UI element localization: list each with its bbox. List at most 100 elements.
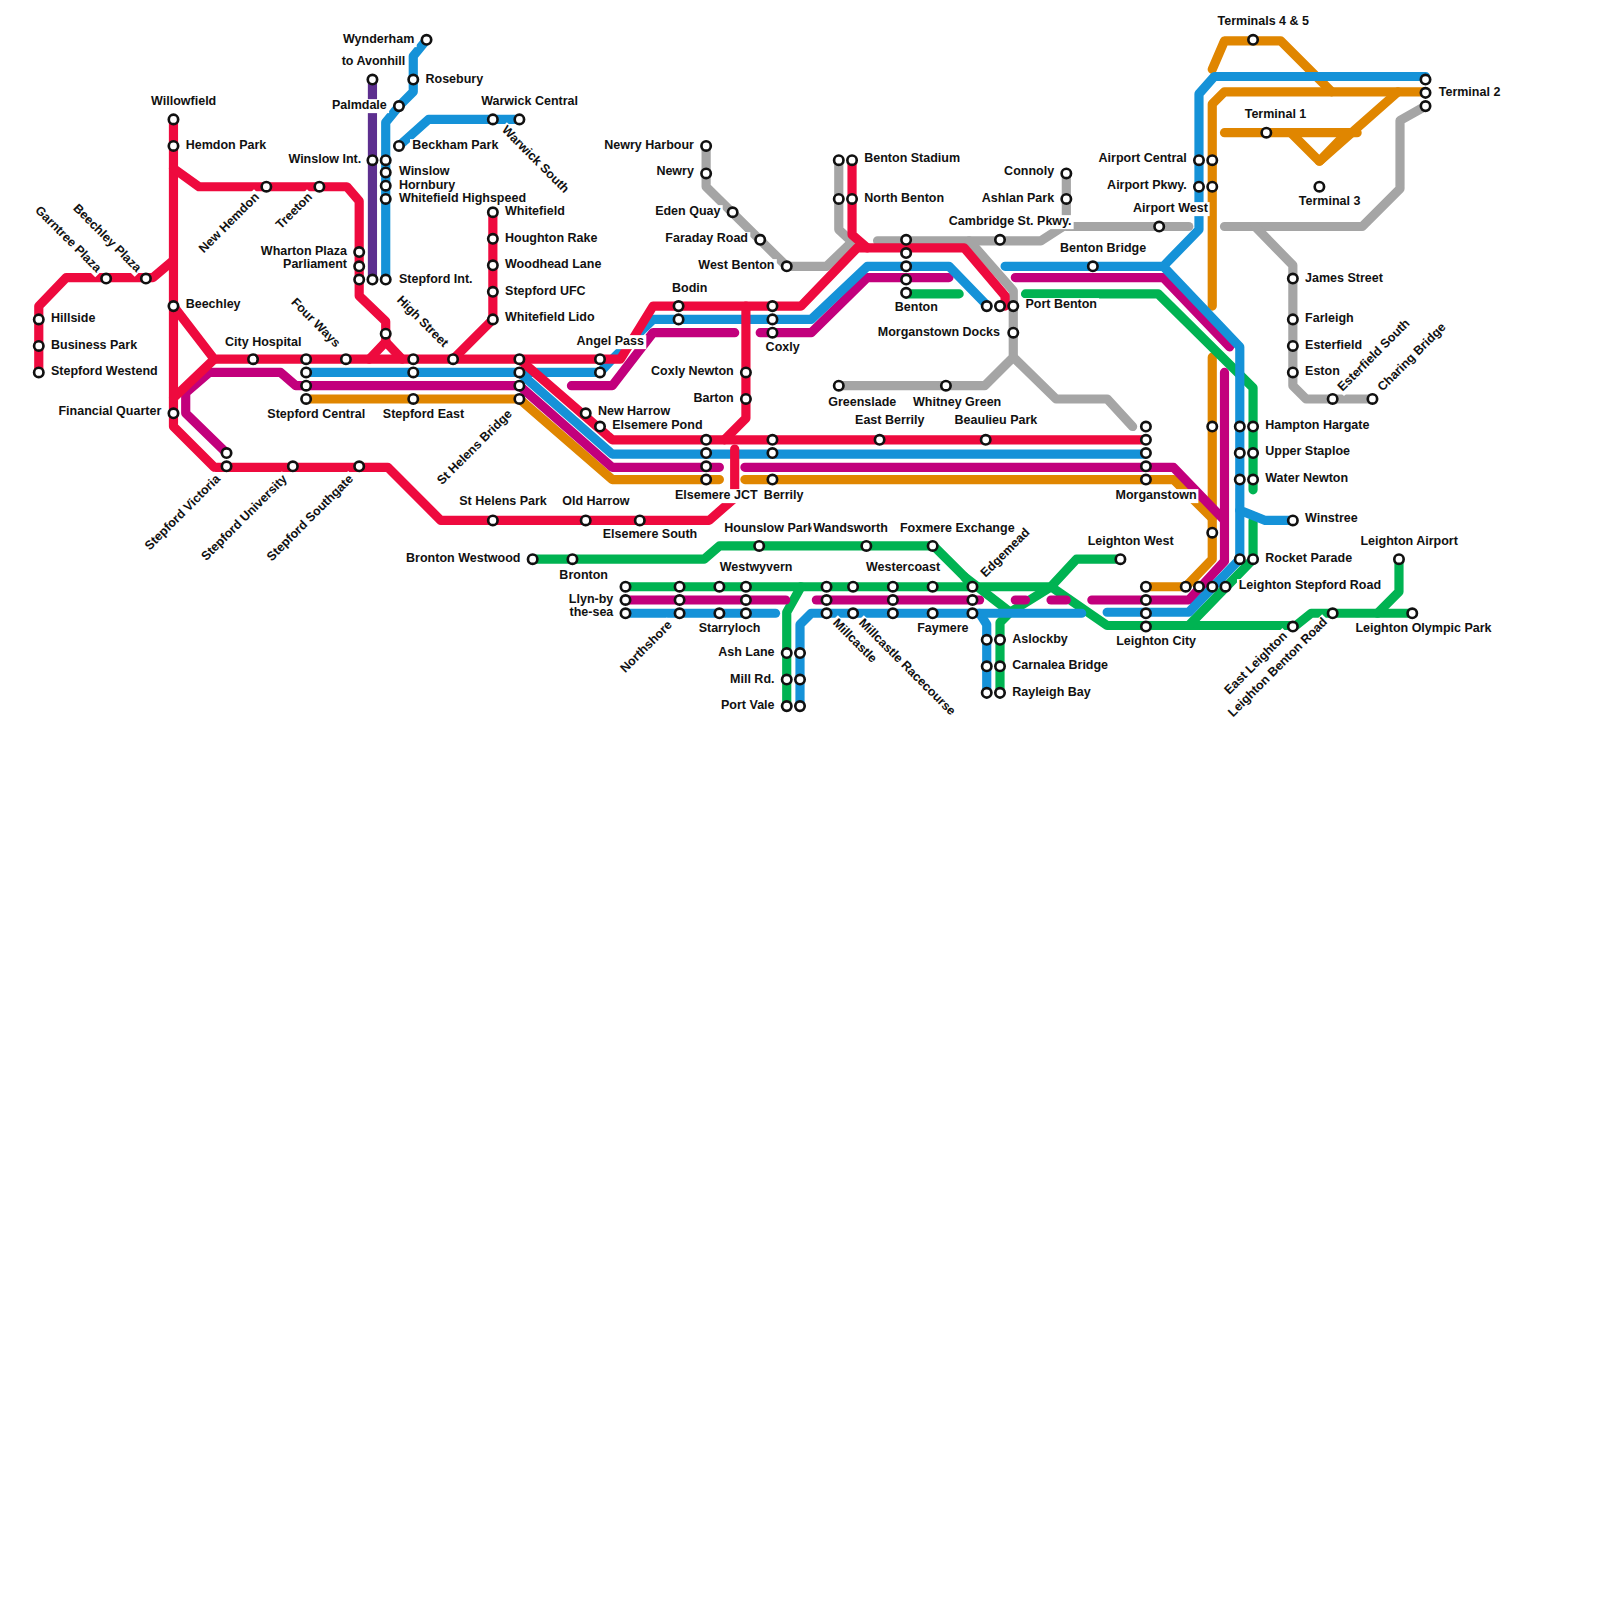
station-marker <box>1288 622 1297 631</box>
station-marker <box>1288 341 1297 350</box>
station-marker <box>701 141 710 150</box>
station-label: Westercoast <box>864 561 942 575</box>
route-line <box>1015 278 1229 347</box>
station-marker <box>1194 182 1203 191</box>
station-label: Wandsworth <box>811 522 890 536</box>
station-label: Leighton City <box>1114 635 1198 649</box>
station-label: Wharton Plaza <box>259 245 349 259</box>
station-marker <box>581 516 590 525</box>
station-marker <box>1141 582 1150 591</box>
station-marker <box>847 156 856 165</box>
station-marker <box>968 582 977 591</box>
station-label: Coxly Newton <box>649 366 736 380</box>
station-marker <box>901 288 910 297</box>
station-marker <box>621 595 630 604</box>
station-marker <box>847 194 856 203</box>
station-label: Connoly <box>1002 166 1056 180</box>
station-marker <box>715 609 724 618</box>
station-marker <box>1235 448 1244 457</box>
station-label: Aslockby <box>1010 633 1070 647</box>
station-marker <box>1009 301 1018 310</box>
station-marker <box>169 141 178 150</box>
station-marker <box>1235 475 1244 484</box>
route-line <box>1212 92 1425 306</box>
station-marker <box>488 516 497 525</box>
station-marker <box>782 701 791 710</box>
route-line <box>969 173 1066 240</box>
station-marker <box>1288 516 1297 525</box>
station-marker <box>1288 274 1297 283</box>
station-label: New Harrow <box>596 405 672 419</box>
station-marker <box>515 368 524 377</box>
route-line <box>626 595 786 604</box>
station-marker <box>981 435 990 444</box>
station-label: Stepford Int. <box>397 273 475 287</box>
station-marker <box>368 156 377 165</box>
station-label: Airport Pkwy. <box>1105 179 1189 193</box>
station-label: Westwyvern <box>718 561 795 575</box>
station-marker <box>422 35 431 44</box>
station-label: Winslow <box>397 166 452 180</box>
station-marker <box>34 315 43 324</box>
station-label: East Berrily <box>853 415 926 429</box>
station-label: Whitney Green <box>911 396 1003 410</box>
route-line <box>1005 77 1425 267</box>
station-marker <box>381 329 390 338</box>
station-label: Llyn-by the-sea <box>551 593 615 619</box>
station-label: Port Benton <box>1023 298 1099 312</box>
station-label: Water Newton <box>1263 472 1350 486</box>
station-label: Financial Quarter <box>56 405 163 419</box>
station-label: Terminal 1 <box>1243 108 1309 122</box>
station-label: Farleigh <box>1303 313 1356 327</box>
station-marker <box>1009 328 1018 337</box>
station-label: Eden Quay <box>653 205 722 219</box>
station-marker <box>982 301 991 310</box>
station-marker <box>1421 88 1430 97</box>
station-marker <box>368 75 377 84</box>
station-marker <box>635 516 644 525</box>
station-marker <box>341 354 350 363</box>
station-label: Benton <box>893 301 940 315</box>
route-line <box>173 168 385 359</box>
station-label: Stepford Westend <box>49 366 160 380</box>
station-label: Garntree Plaza <box>30 203 104 277</box>
station-marker <box>354 275 363 284</box>
station-marker <box>222 448 231 457</box>
station-marker <box>1141 435 1150 444</box>
station-label: Foxmere Exchange <box>898 522 1017 536</box>
station-marker <box>169 409 178 418</box>
station-label: Woodhead Lane <box>503 258 603 272</box>
station-marker <box>488 287 497 296</box>
station-marker <box>768 301 777 310</box>
station-label: Carnalea Bridge <box>1010 659 1110 673</box>
station-label: Winslow Int. <box>286 153 363 167</box>
station-marker <box>928 541 937 550</box>
station-marker <box>1288 315 1297 324</box>
station-label: Stepford Central <box>265 408 367 422</box>
station-label: Starryloch <box>697 622 763 636</box>
station-label: James Street <box>1303 272 1385 286</box>
station-marker <box>968 609 977 618</box>
route-line <box>173 119 734 520</box>
station-marker <box>701 169 710 178</box>
station-label: West Benton <box>696 259 776 273</box>
station-label: Hounslow Park <box>722 522 816 536</box>
station-label: Treeton <box>273 189 317 233</box>
station-marker <box>1394 554 1403 563</box>
station-marker <box>995 301 1004 310</box>
station-marker <box>1116 554 1125 563</box>
station-label: Hornbury <box>397 179 457 193</box>
station-label: Beaulieu Park <box>953 415 1040 429</box>
station-marker <box>848 582 857 591</box>
station-marker <box>381 168 390 177</box>
station-label: Willowfield <box>149 95 218 109</box>
station-label: Bodin <box>670 282 709 296</box>
station-label: Hemdon Park <box>184 139 269 153</box>
station-label: Ashlan Park <box>980 192 1056 206</box>
station-marker <box>1221 582 1230 591</box>
route-line <box>816 595 979 604</box>
station-marker <box>488 261 497 270</box>
station-label: Hampton Hargate <box>1263 419 1371 433</box>
route-line <box>1107 510 1240 612</box>
